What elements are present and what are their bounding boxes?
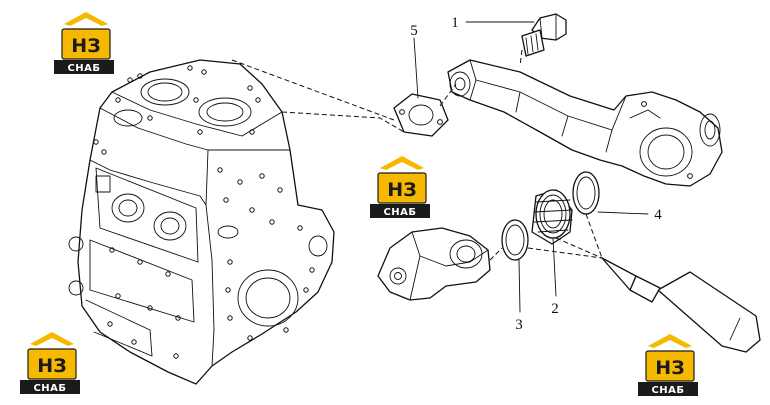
watermark-logo: НЗ СНАБ [54, 12, 114, 74]
callout-1: 1 [451, 15, 459, 31]
svg-text:НЗ: НЗ [71, 35, 100, 57]
svg-text:НЗ: НЗ [37, 355, 66, 377]
coolant-pipe-housing [447, 59, 723, 187]
svg-text:НЗ: НЗ [655, 357, 684, 379]
callout-5: 5 [410, 23, 418, 39]
sealant-tube [601, 257, 761, 353]
svg-text:СНАБ: СНАБ [67, 63, 100, 74]
watermark-logo: НЗ СНАБ [638, 334, 698, 396]
callout-numbers: 1 2 3 4 5 [410, 15, 662, 333]
thermostat-cover [377, 227, 491, 301]
part-1-bolt [521, 13, 567, 57]
callout-3: 3 [515, 317, 523, 333]
callout-2: 2 [551, 301, 559, 317]
engine-block [68, 59, 335, 385]
leader-lines [413, 21, 649, 313]
svg-text:СНАБ: СНАБ [383, 207, 416, 218]
part-3-o-ring [501, 219, 529, 261]
svg-text:СНАБ: СНАБ [33, 383, 66, 394]
svg-text:СНАБ: СНАБ [651, 385, 684, 396]
svg-text:НЗ: НЗ [387, 179, 416, 201]
part-4-o-ring [572, 171, 600, 215]
watermark-logo: НЗ СНАБ [20, 332, 80, 394]
watermark-logo: НЗ СНАБ [370, 156, 430, 218]
callout-4: 4 [654, 207, 662, 223]
assembly-lines [231, 49, 603, 261]
part-5-gasket [393, 93, 449, 137]
part-2-thermostat [531, 189, 573, 245]
